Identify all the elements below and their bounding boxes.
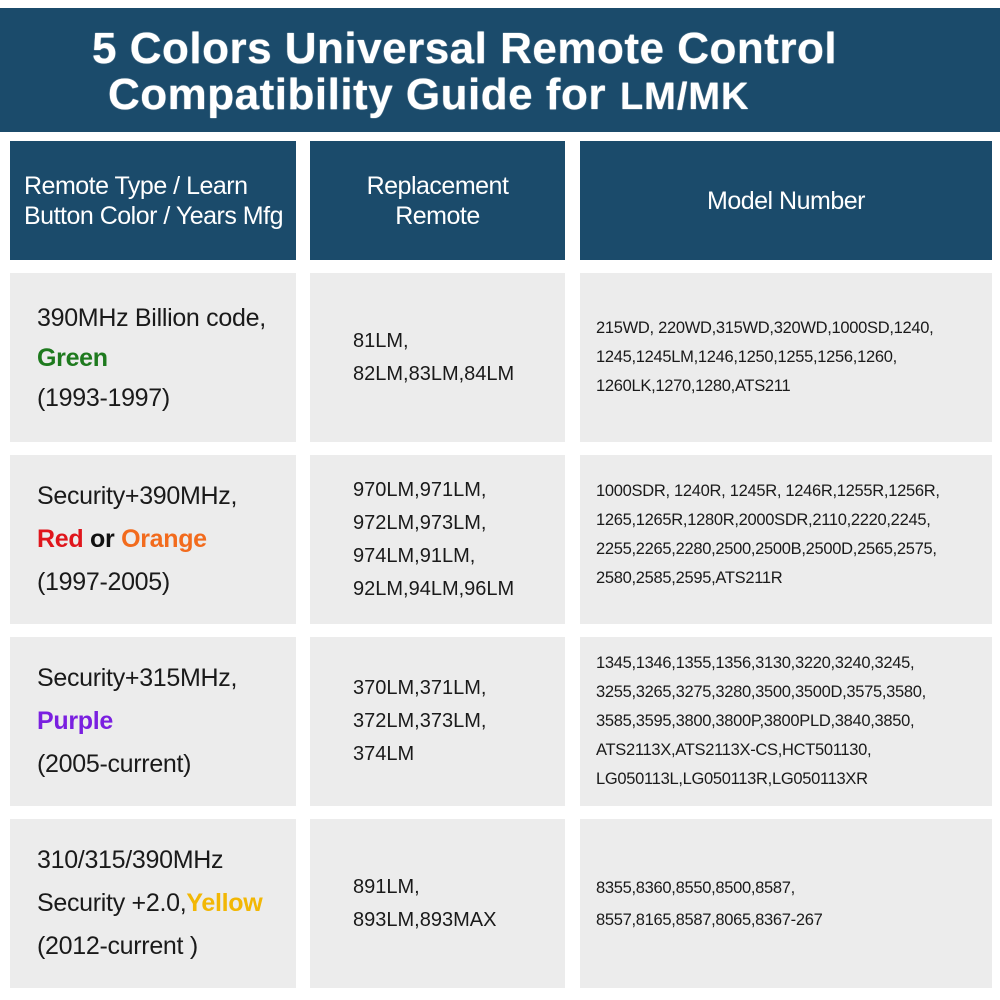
row-red-orange-type-cell: Security+390MHz, Red or Orange (1997-200…	[10, 455, 296, 624]
header-model-number-label: Model Number	[707, 186, 865, 215]
replacement-line: 81LM,	[353, 329, 409, 352]
model-line: 8355,8360,8550,8500,8587,	[596, 878, 795, 897]
model-line: 215WD, 220WD,315WD,320WD,1000SD,1240,	[596, 319, 934, 337]
title-banner: 5 Colors Universal Remote Control Compat…	[0, 8, 1000, 132]
replacement-line: 370LM,371LM,	[353, 677, 487, 699]
row-red-orange-replacement-cell: 970LM,971LM, 972LM,973LM, 974LM,91LM, 92…	[310, 455, 565, 624]
replacement-line: 372LM,373LM,	[353, 710, 487, 732]
banner-brand: LM/MK	[619, 76, 750, 118]
row-purple-replacement-cell: 370LM,371LM, 372LM,373LM, 374LM	[310, 637, 565, 806]
row-red-color-word: Red	[37, 525, 84, 553]
row-green-color-word: Green	[37, 343, 108, 372]
row-yellow-type-cell: 310/315/390MHz Security +2.0,Yellow (201…	[10, 819, 296, 988]
row-yellow-frequency: 310/315/390MHz	[37, 846, 224, 874]
model-line: 3255,3265,3275,3280,3500,3500D,3575,3580…	[596, 683, 926, 701]
row-red-orange-frequency: Security+390MHz,	[37, 482, 238, 510]
header-remote-type: Remote Type / Learn Button Color / Years…	[10, 141, 296, 260]
row-yellow-years: (2012-current )	[37, 932, 198, 960]
model-line: 3585,3595,3800,3800P,3800PLD,3840,3850,	[596, 712, 915, 730]
model-line: 1345,1346,1355,1356,3130,3220,3240,3245,	[596, 654, 915, 672]
model-line: ATS2113X,ATS2113X-CS,HCT501130,	[596, 741, 872, 759]
row-purple-color-word: Purple	[37, 707, 113, 735]
row-yellow-replacement-cell: 891LM, 893LM,893MAX	[310, 819, 565, 988]
replacement-line: 893LM,893MAX	[353, 908, 497, 931]
banner-title-line2: Compatibility Guide for LM/MK	[108, 70, 749, 120]
model-line: 1260LK,1270,1280,ATS211	[596, 377, 791, 395]
row-yellow-security-prefix: Security +2.0,	[37, 889, 187, 917]
header-replacement-remote: Replacement Remote	[310, 141, 565, 260]
header-replacement-line1: Replacement	[366, 171, 509, 200]
replacement-line: 891LM,	[353, 875, 420, 898]
row-purple-type-cell: Security+315MHz, Purple (2005-current)	[10, 637, 296, 806]
replacement-line: 970LM,971LM,	[353, 478, 487, 501]
row-yellow-model-cell: 8355,8360,8550,8500,8587, 8557,8165,8587…	[580, 819, 992, 988]
header-remote-type-line2: Button Color / Years Mfg	[24, 201, 283, 230]
banner-title-text: Compatibility Guide for	[108, 70, 606, 119]
model-line: 1000SDR, 1240R, 1245R, 1246R,1255R,1256R…	[596, 482, 940, 500]
replacement-line: 374LM	[353, 743, 415, 765]
replacement-line: 972LM,973LM,	[353, 511, 487, 534]
replacement-line: 974LM,91LM,	[353, 544, 476, 567]
row-red-orange-colors: Red or Orange	[37, 518, 296, 561]
row-color-connector: or	[90, 525, 115, 553]
row-green-type-cell: 390MHz Billion code, Green (1993-1997)	[10, 273, 296, 442]
row-purple-years: (2005-current)	[37, 750, 192, 778]
model-line: 2255,2265,2280,2500,2500B,2500D,2565,257…	[596, 540, 937, 558]
row-green-replacement-cell: 81LM, 82LM,83LM,84LM	[310, 273, 565, 442]
replacement-line: 82LM,83LM,84LM	[353, 362, 515, 385]
model-line: 1245,1245LM,1246,1250,1255,1256,1260,	[596, 348, 897, 366]
model-line: LG050113L,LG050113R,LG050113XR	[596, 770, 868, 788]
replacement-line: 92LM,94LM,96LM	[353, 577, 515, 600]
row-green-frequency: 390MHz Billion code,	[37, 303, 266, 332]
banner-title-line1: 5 Colors Universal Remote Control	[92, 24, 838, 73]
model-line: 8557,8165,8587,8065,8367-267	[596, 910, 823, 929]
header-replacement-line2: Remote	[395, 201, 480, 230]
row-purple-model-cell: 1345,1346,1355,1356,3130,3220,3240,3245,…	[580, 637, 992, 806]
header-remote-type-line1: Remote Type / Learn	[24, 171, 248, 200]
row-green-years: (1993-1997)	[37, 383, 170, 412]
row-yellow-color-word: Yellow	[186, 889, 263, 917]
row-orange-color-word: Orange	[121, 525, 207, 553]
row-red-orange-model-cell: 1000SDR, 1240R, 1245R, 1246R,1255R,1256R…	[580, 455, 992, 624]
row-red-orange-years: (1997-2005)	[37, 568, 170, 596]
row-yellow-security-line: Security +2.0,Yellow	[37, 882, 296, 925]
model-line: 1265,1265R,1280R,2000SDR,2110,2220,2245,	[596, 511, 931, 529]
row-green-model-cell: 215WD, 220WD,315WD,320WD,1000SD,1240, 12…	[580, 273, 992, 442]
header-model-number: Model Number	[580, 141, 992, 260]
model-line: 2580,2585,2595,ATS211R	[596, 569, 783, 587]
row-purple-frequency: Security+315MHz,	[37, 664, 238, 692]
